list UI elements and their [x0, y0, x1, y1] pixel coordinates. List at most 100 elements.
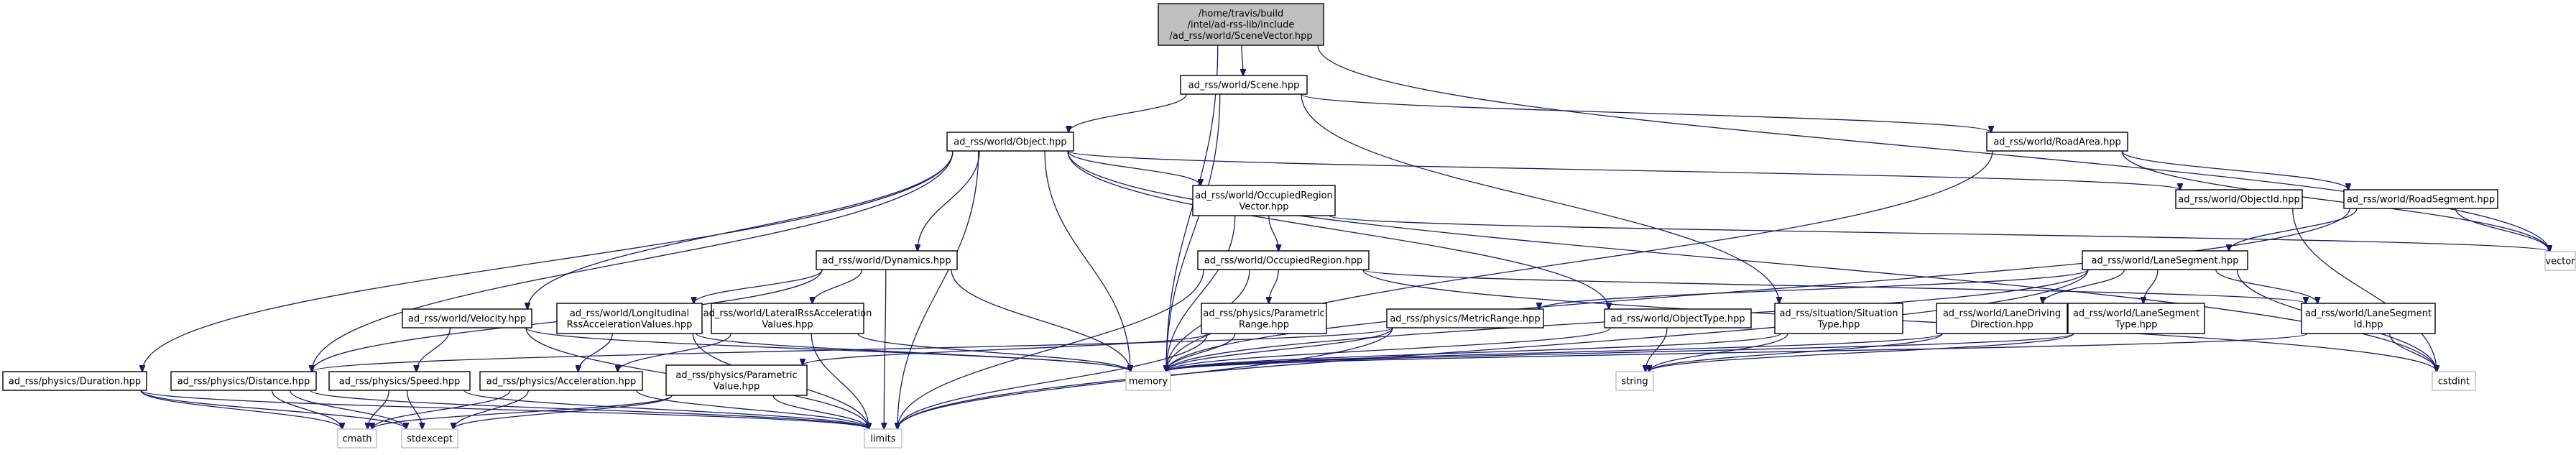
- node-string[interactable]: string: [1615, 371, 1654, 391]
- node-object[interactable]: ad_rss/world/Object.hpp: [946, 132, 1074, 152]
- node-memory[interactable]: memory: [1125, 371, 1171, 391]
- node-roadsegment-label: ad_rss/world/RoadSegment.hpp: [2347, 195, 2495, 206]
- node-limits[interactable]: limits: [864, 428, 902, 449]
- edge-lanesegtype-to-string: [1649, 333, 2074, 372]
- node-limits-label: limits: [870, 434, 896, 445]
- edge-paramvalue-to-cmath: [372, 395, 673, 429]
- node-metricrange-label: ad_rss/physics/MetricRange.hpp: [1390, 314, 1540, 325]
- node-stdexcept[interactable]: stdexcept: [401, 428, 458, 449]
- edge-lateral-to-limits: [811, 333, 869, 429]
- edge-object-to-dynamics: [918, 150, 980, 251]
- edge-roadarea-to-vector: [2121, 150, 2549, 252]
- node-occreg-label: ad_rss/world/OccupiedRegion.hpp: [1204, 256, 1362, 267]
- node-situationtype-label: Type.hpp: [1817, 319, 1860, 330]
- node-lanedriving-label: ad_rss/world/LaneDriving: [1943, 308, 2061, 319]
- node-objecttype-box: [1604, 308, 1752, 328]
- edge-lanesegtype-to-memory: [1166, 333, 2074, 372]
- edge-lanesegment-to-limits: [897, 269, 2089, 429]
- node-scene[interactable]: ad_rss/world/Scene.hpp: [1180, 75, 1308, 95]
- node-scene-label: ad_rss/world/Scene.hpp: [1188, 81, 1300, 91]
- edge-duration-to-cmath: [140, 390, 342, 429]
- node-distance[interactable]: ad_rss/physics/Distance.hpp: [170, 371, 317, 391]
- edge-object-to-objecttype: [1067, 150, 1609, 309]
- node-roadsegment[interactable]: ad_rss/world/RoadSegment.hpp: [2343, 189, 2498, 209]
- edge-roadsegment-to-memory: [1166, 208, 2350, 372]
- node-metricrange-box: [1386, 308, 1544, 328]
- node-lanesegment[interactable]: ad_rss/world/LaneSegment.hpp: [2082, 250, 2248, 270]
- node-occreg[interactable]: ad_rss/world/OccupiedRegion.hpp: [1197, 250, 1370, 270]
- node-layer: /home/travis/build/intel/ad-rss-lib/incl…: [2, 3, 2576, 449]
- node-root-label: /intel/ad-rss-lib/include: [1188, 20, 1295, 31]
- node-lanesegtype-label: Type.hpp: [2115, 319, 2158, 330]
- node-scene-box: [1180, 75, 1308, 95]
- node-root-box: [1158, 3, 1324, 46]
- edge-distance-to-stdexcept: [290, 390, 406, 429]
- node-objectid[interactable]: ad_rss/world/ObjectId.hpp: [2175, 189, 2303, 209]
- node-dynamics-label: ad_rss/world/Dynamics.hpp: [822, 256, 951, 267]
- node-distance-label: ad_rss/physics/Distance.hpp: [177, 377, 310, 387]
- edge-longitudinal-to-acceleration: [578, 333, 613, 372]
- edge-scene-to-situationtype: [1301, 93, 1779, 303]
- edge-lanesegment-to-lanesegid: [2215, 269, 2318, 303]
- node-velocity[interactable]: ad_rss/world/Velocity.hpp: [402, 308, 532, 328]
- edge-objecttype-to-memory: [1166, 327, 1611, 372]
- edge-acceleration-to-limits: [636, 390, 869, 429]
- node-stdexcept-box: [401, 428, 458, 449]
- node-lateral-label: Values.hpp: [762, 319, 813, 330]
- edge-object-to-limits: [897, 150, 979, 429]
- node-roadarea[interactable]: ad_rss/world/RoadArea.hpp: [1986, 132, 2128, 152]
- edge-speed-to-cmath: [368, 390, 389, 429]
- node-acceleration[interactable]: ad_rss/physics/Acceleration.hpp: [479, 371, 643, 391]
- edge-lateral-to-acceleration: [618, 333, 731, 372]
- node-occregvec-box: [1192, 185, 1336, 216]
- edge-acceleration-to-cmath: [372, 390, 511, 429]
- node-metricrange[interactable]: ad_rss/physics/MetricRange.hpp: [1386, 308, 1544, 328]
- node-occregvec-label: ad_rss/world/OccupiedRegion: [1195, 190, 1333, 201]
- node-longitudinal[interactable]: ad_rss/world/LongitudinalRssAcceleration…: [556, 303, 703, 334]
- node-stdexcept-label: stdexcept: [407, 434, 453, 445]
- node-longitudinal-label: RssAccelerationValues.hpp: [567, 319, 693, 330]
- node-longitudinal-label: ad_rss/world/Longitudinal: [570, 308, 689, 319]
- edge-object-to-distance: [312, 150, 954, 372]
- node-cmath[interactable]: cmath: [337, 428, 377, 449]
- node-paramrange-label: Range.hpp: [1239, 319, 1289, 330]
- node-cstdint[interactable]: cstdint: [2432, 371, 2476, 391]
- edge-lateral-to-memory: [857, 333, 1130, 372]
- node-memory-box: [1125, 371, 1171, 391]
- node-roadarea-box: [1986, 132, 2128, 152]
- edge-layer: [141, 45, 2549, 429]
- node-objecttype[interactable]: ad_rss/world/ObjectType.hpp: [1604, 308, 1752, 328]
- node-lanedriving-box: [1936, 303, 2068, 334]
- node-speed[interactable]: ad_rss/physics/Speed.hpp: [328, 371, 471, 391]
- edge-scene-to-object: [1068, 93, 1187, 132]
- node-longitudinal-box: [556, 303, 703, 334]
- node-vector-box: [2544, 251, 2576, 271]
- node-lanesegment-label: ad_rss/world/LaneSegment.hpp: [2092, 256, 2239, 267]
- node-situationtype-label: ad_rss/situation/Situation: [1779, 308, 1898, 319]
- node-dynamics[interactable]: ad_rss/world/Dynamics.hpp: [816, 250, 958, 270]
- edge-occregvec-to-occreg: [1268, 215, 1279, 251]
- node-cmath-box: [337, 428, 377, 449]
- node-lanesegid-box: [2301, 303, 2436, 334]
- node-cstdint-label: cstdint: [2438, 377, 2470, 387]
- node-situationtype-box: [1774, 303, 1903, 334]
- node-root[interactable]: /home/travis/build/intel/ad-rss-lib/incl…: [1158, 3, 1324, 46]
- node-lateral-label: ad_rss/world/LateralRssAcceleration: [703, 308, 872, 319]
- node-duration[interactable]: ad_rss/physics/Duration.hpp: [2, 371, 147, 391]
- node-lanesegid-label: Id.hpp: [2354, 319, 2383, 330]
- edge-lanesegment-to-metricrange: [1539, 269, 2089, 309]
- edge-root-to-scene: [1242, 45, 1243, 75]
- node-paramrange-box: [1201, 303, 1327, 334]
- edge-occreg-to-lanesegid: [1362, 269, 2306, 303]
- node-lanesegment-box: [2082, 250, 2248, 270]
- node-vector[interactable]: vector: [2544, 251, 2576, 271]
- node-lateral[interactable]: ad_rss/world/LateralRssAccelerationValue…: [703, 303, 872, 334]
- node-memory-label: memory: [1129, 377, 1168, 387]
